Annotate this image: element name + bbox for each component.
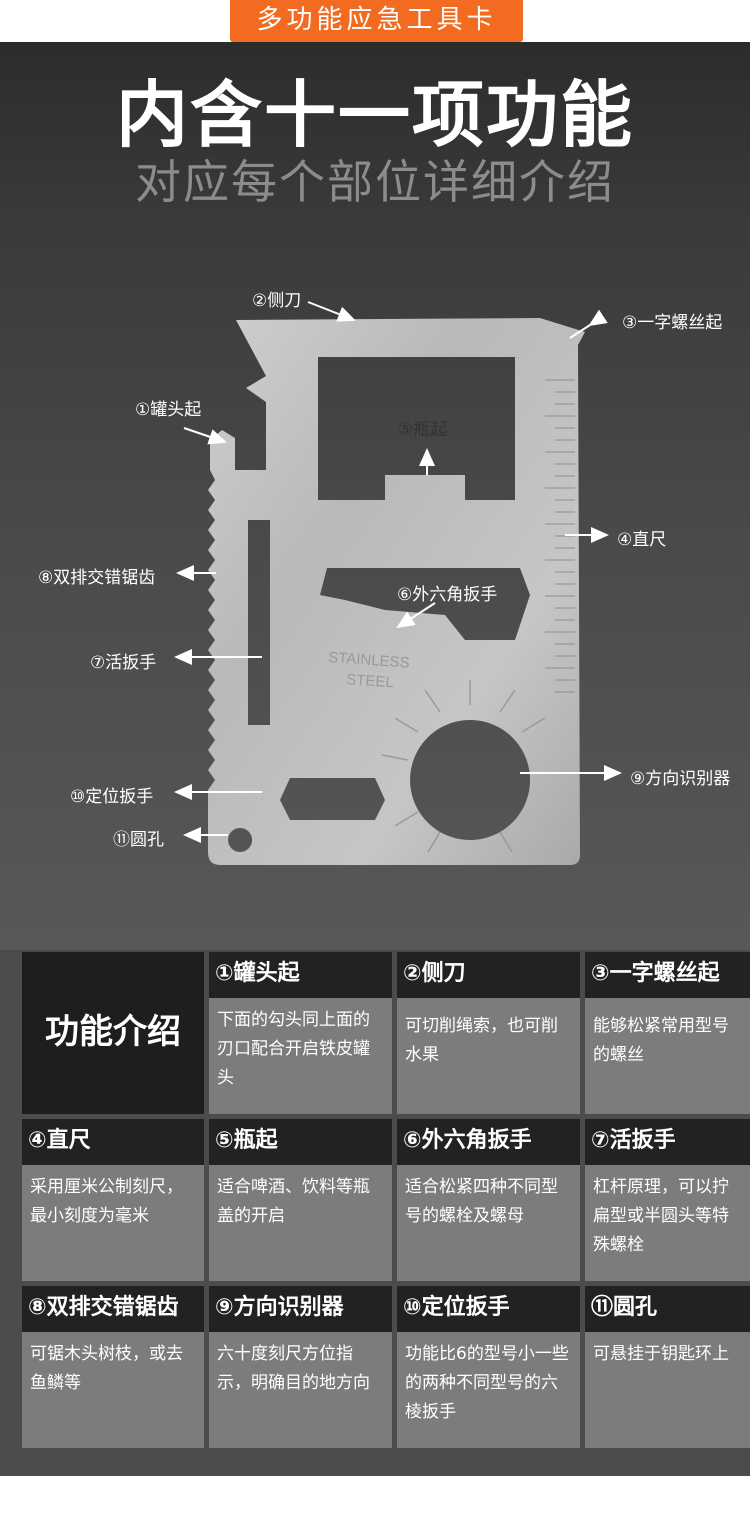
callout-adjustable-wrench: ⑦活扳手	[90, 653, 157, 673]
callout-flat-screwdriver: ③一字螺丝起	[622, 313, 723, 333]
feature-title: ④直尺	[22, 1119, 204, 1165]
feature-card: ⑧双排交错锯齿 可锯木头树枝，或去鱼鳞等	[22, 1286, 204, 1448]
feature-card: ⑤瓶起 适合啤酒、饮料等瓶盖的开启	[209, 1119, 392, 1281]
tool-card-illustration: STAINLESS STEEL	[174, 301, 622, 865]
feature-title: ⑦活扳手	[585, 1119, 750, 1165]
banner-label: 多功能应急工具卡	[230, 0, 523, 42]
feature-title: ⑤瓶起	[209, 1119, 392, 1165]
feature-card: ⑪圆孔 可悬挂于钥匙环上	[585, 1286, 750, 1448]
feature-desc: 适合松紧四种不同型号的螺栓及螺母	[397, 1165, 580, 1281]
feature-title: ③一字螺丝起	[585, 952, 750, 998]
feature-title: ⑪圆孔	[585, 1286, 750, 1332]
feature-title: ②侧刀	[397, 952, 580, 998]
feature-desc: 适合啤酒、饮料等瓶盖的开启	[209, 1165, 392, 1281]
feature-desc: 采用厘米公制刻尺，最小刻度为毫米	[22, 1165, 204, 1281]
feature-title: ⑩定位扳手	[397, 1286, 580, 1332]
feature-desc: 杠杆原理，可以拧扁型或半圆头等特殊螺栓	[585, 1165, 750, 1281]
page-title: 内含十一项功能	[115, 73, 634, 157]
feature-desc: 可悬挂于钥匙环上	[585, 1332, 750, 1448]
feature-title: ⑨方向识别器	[209, 1286, 392, 1332]
feature-card: ③一字螺丝起 能够松紧常用型号的螺丝	[585, 952, 750, 1114]
page-footer-space	[0, 1476, 750, 1526]
callout-bottle-opener: ⑤瓶起	[398, 420, 448, 440]
feature-title: ①罐头起	[209, 952, 392, 998]
callout-hex-wrench: ⑥外六角扳手	[397, 585, 498, 605]
callout-saw: ⑧双排交错锯齿	[38, 568, 156, 588]
stamp-line-1: STAINLESS	[328, 649, 410, 672]
page-subtitle: 对应每个部位详细介绍	[135, 155, 615, 209]
tool-card-body	[208, 318, 585, 865]
feature-intro-label: 功能介绍	[22, 952, 204, 1114]
callout-arrows	[174, 301, 622, 843]
feature-card: ⑥外六角扳手 适合松紧四种不同型号的螺栓及螺母	[397, 1119, 580, 1281]
feature-card: ②侧刀 可切削绳索，也可削水果	[397, 952, 580, 1114]
banner-bar: 多功能应急工具卡	[0, 0, 750, 42]
feature-card: ①罐头起 下面的勾头同上面的刃口配合开启铁皮罐头	[209, 952, 392, 1114]
feature-card: ④直尺 采用厘米公制刻尺，最小刻度为毫米	[22, 1119, 204, 1281]
ruler-ticks	[545, 379, 575, 693]
feature-card: ⑦活扳手 杠杆原理，可以拧扁型或半圆头等特殊螺栓	[585, 1119, 750, 1281]
callout-side-blade: ②侧刀	[252, 291, 302, 311]
feature-card: ⑩定位扳手 功能比6的型号小一些的两种不同型号的六棱扳手	[397, 1286, 580, 1448]
feature-title: ⑥外六角扳手	[397, 1119, 580, 1165]
feature-desc: 功能比6的型号小一些的两种不同型号的六棱扳手	[397, 1332, 580, 1448]
feature-desc: 能够松紧常用型号的螺丝	[585, 998, 750, 1114]
stamp-line-2: STEEL	[346, 671, 395, 691]
callout-round-hole: ⑪圆孔	[113, 830, 164, 850]
feature-title: ⑧双排交错锯齿	[22, 1286, 204, 1332]
callout-can-opener: ①罐头起	[135, 400, 202, 420]
feature-desc: 可锯木头树枝，或去鱼鳞等	[22, 1332, 204, 1448]
feature-desc: 可切削绳索，也可削水果	[397, 998, 580, 1114]
compass-rays	[381, 680, 546, 853]
callout-direction-finder: ⑨方向识别器	[630, 769, 731, 789]
feature-desc: 下面的勾头同上面的刃口配合开启铁皮罐头	[209, 998, 392, 1114]
feature-desc: 六十度刻尺方位指示，明确目的地方向	[209, 1332, 392, 1448]
callout-positioning-wrench: ⑩定位扳手	[70, 787, 154, 807]
callout-ruler: ④直尺	[617, 530, 667, 550]
hero-section	[0, 42, 750, 950]
feature-card: ⑨方向识别器 六十度刻尺方位指示，明确目的地方向	[209, 1286, 392, 1448]
